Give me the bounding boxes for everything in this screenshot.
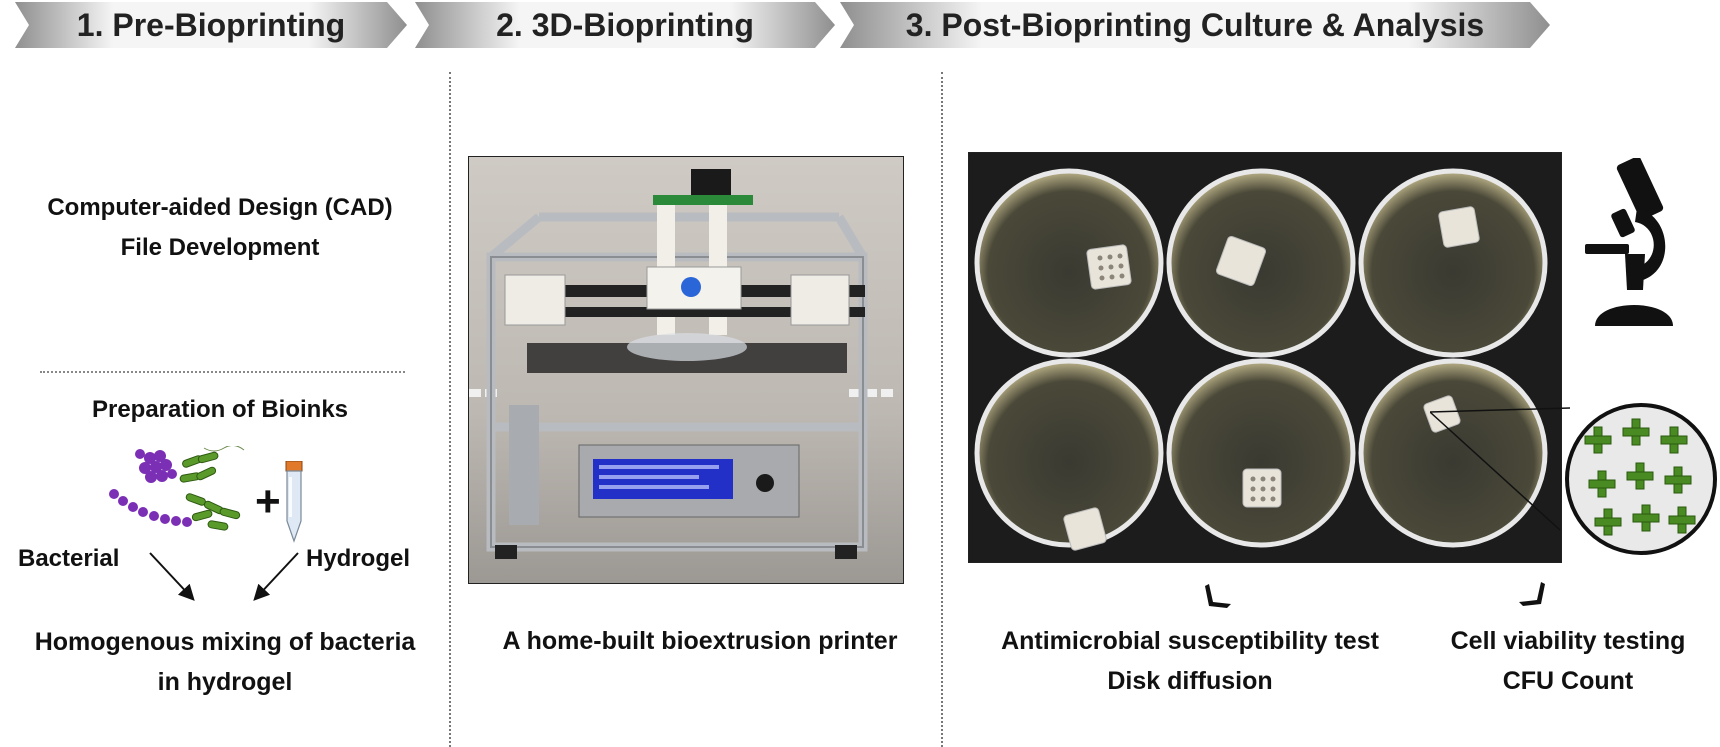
antimicrobial-test-label-line1: Antimicrobial susceptibility test bbox=[1001, 627, 1379, 655]
cad-label-line1: Computer-aided Design (CAD) bbox=[47, 194, 393, 221]
mixing-arrows bbox=[149, 552, 299, 601]
stage-3-title: 3. Post-Bioprinting Culture & Analysis bbox=[905, 7, 1485, 43]
zoom-lines bbox=[1430, 407, 1571, 531]
viability-test-label-line1: Cell viability testing bbox=[1450, 627, 1686, 655]
bracket-mark-1 bbox=[1205, 584, 1231, 608]
mixing-label-line2: in hydrogel bbox=[157, 668, 293, 696]
viability-test-label-line2: CFU Count bbox=[1502, 667, 1634, 695]
bracket-mark-2 bbox=[1519, 582, 1545, 606]
well-plate-photo bbox=[968, 152, 1562, 563]
stage-3-banner: 3. Post-Bioprinting Culture & Analysis bbox=[840, 2, 1550, 48]
stage-2-banner: 2. 3D-Bioprinting bbox=[415, 2, 835, 48]
printer-caption: A home-built bioextrusion printer bbox=[502, 627, 898, 655]
cad-label-line2: File Development bbox=[120, 234, 320, 261]
section-divider bbox=[40, 371, 405, 373]
column-divider-1 bbox=[449, 72, 451, 747]
bioprinter-photo bbox=[468, 156, 904, 584]
arrow-from-hydrogel bbox=[253, 552, 299, 601]
bioink-prep-title: Preparation of Bioinks bbox=[91, 396, 349, 423]
bacterial-label: Bacterial bbox=[18, 545, 120, 572]
magnified-scaffold-icon bbox=[1565, 403, 1717, 555]
stage-2-title: 2. 3D-Bioprinting bbox=[496, 7, 754, 43]
stage-1-banner: 1. Pre-Bioprinting bbox=[15, 2, 407, 48]
plus-sign: + bbox=[255, 477, 281, 526]
stage-1-title: 1. Pre-Bioprinting bbox=[76, 7, 346, 43]
arrow-from-bacterial bbox=[149, 552, 195, 601]
hydrogel-label: Hydrogel bbox=[306, 545, 411, 572]
microscope-icon bbox=[1585, 158, 1673, 326]
mixing-label-line1: Homogenous mixing of bacteria bbox=[34, 628, 416, 656]
banner-arrow-shape bbox=[15, 2, 407, 48]
antimicrobial-test-label-line2: Disk diffusion bbox=[1107, 667, 1273, 695]
test-tube-icon bbox=[285, 461, 303, 543]
banner-arrow-shape bbox=[840, 2, 1550, 48]
column-divider-2 bbox=[941, 72, 943, 747]
bacteria-illustration-icon bbox=[109, 446, 245, 531]
banner-arrow-shape bbox=[415, 2, 835, 48]
